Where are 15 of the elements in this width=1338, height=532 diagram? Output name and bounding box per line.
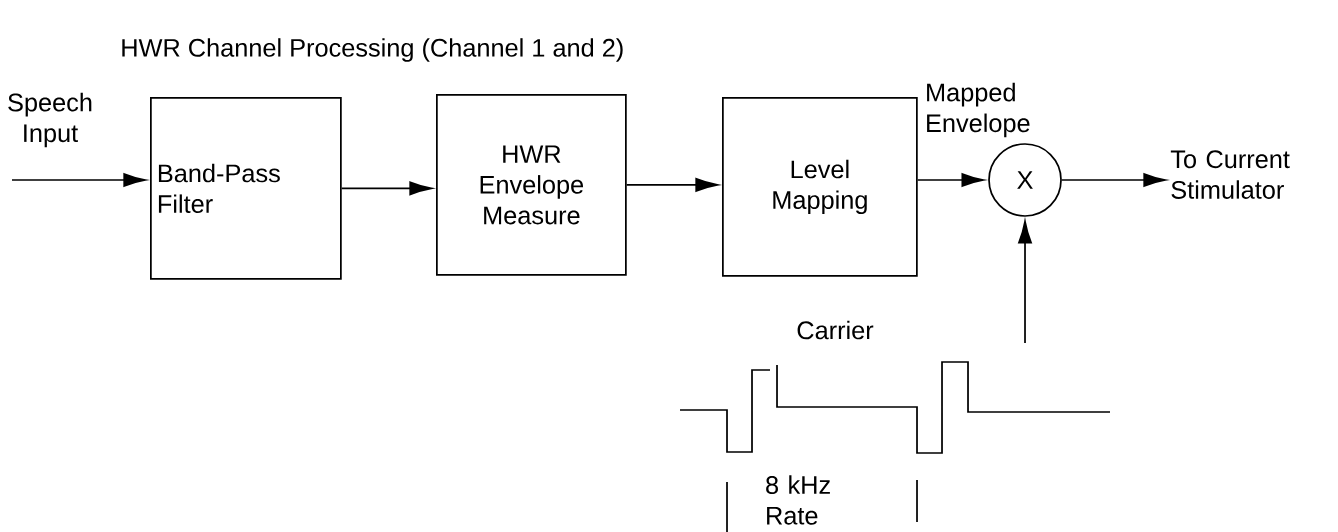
arrow: [916, 173, 985, 187]
input-label: Speech Input: [8, 92, 92, 148]
process-box: HWR Envelope Measure: [436, 94, 627, 276]
process-box: Band-Pass Filter: [150, 97, 342, 280]
title: HWR Channel Processing (Channel 1 and 2): [122, 38, 623, 62]
rate-label: 8 kHz Rate: [766, 475, 830, 525]
arrow: [340, 181, 433, 196]
signal-label: Mapped Envelope: [927, 82, 1030, 138]
arrow: [1061, 173, 1167, 187]
output-label: To Current Stimulator: [1170, 150, 1290, 199]
arrow: [11, 173, 147, 187]
arrow: [1018, 220, 1032, 344]
carrier-label: Carrier: [797, 320, 874, 340]
process-box: Level Mapping: [722, 97, 918, 277]
arrow: [625, 178, 719, 192]
